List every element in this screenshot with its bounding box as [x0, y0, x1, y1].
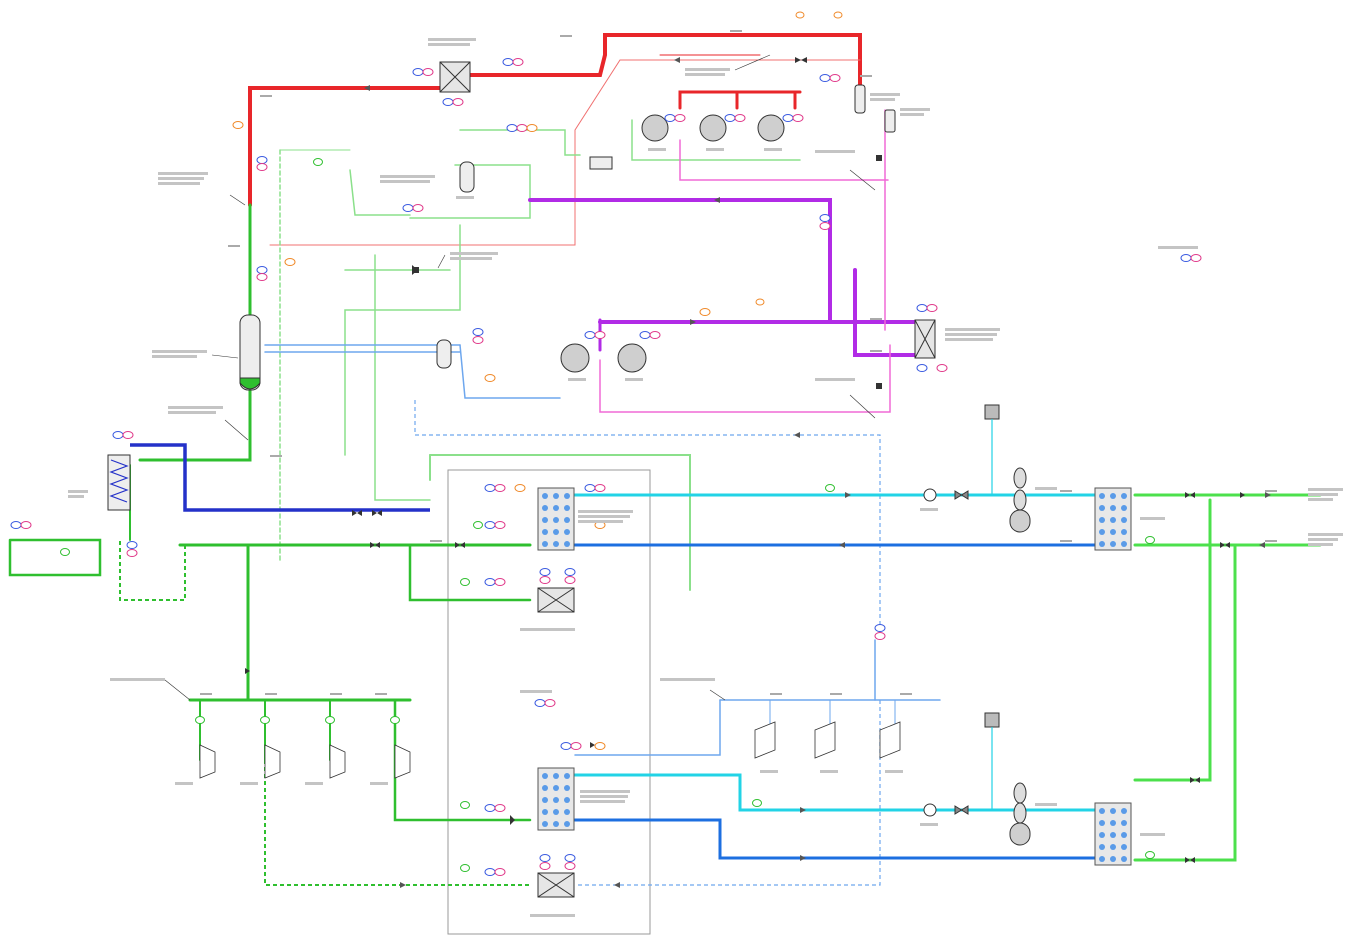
- pipe-tag-marks: [200, 30, 1277, 695]
- brine-line: [130, 443, 430, 512]
- chilled-water-return-lines: [573, 543, 1097, 860]
- plate-exchanger-enclosure: [447, 469, 651, 935]
- tank-icon[interactable]: [436, 84, 896, 369]
- heat-exchanger-icon[interactable]: [537, 872, 575, 898]
- sensor-tag-icon[interactable]: [10, 11, 1202, 876]
- suction-lines: [528, 198, 917, 357]
- expansion-tank-icon[interactable]: [984, 404, 1000, 810]
- separator-icon[interactable]: [239, 314, 261, 391]
- unit-heater-icon[interactable]: [199, 744, 411, 779]
- valve-icon[interactable]: [245, 57, 1250, 863]
- chilled-water-supply-lines: [573, 493, 1097, 812]
- heat-exchanger-icon[interactable]: [537, 587, 575, 613]
- fan-icon[interactable]: [1009, 467, 1031, 846]
- plate-exchanger-icon[interactable]: [537, 767, 575, 831]
- pump-icon[interactable]: [923, 488, 969, 817]
- pink-lines: [599, 109, 891, 413]
- flow-arrow-icon: [364, 57, 1271, 888]
- liquid-dashed-lines: [414, 400, 881, 886]
- plate-exchanger-icon[interactable]: [1094, 802, 1132, 866]
- heat-exchanger-icon[interactable]: [914, 319, 936, 359]
- coil-icon[interactable]: [107, 454, 131, 511]
- evaporator-icon[interactable]: [754, 721, 901, 759]
- compressor-icon[interactable]: [560, 114, 785, 373]
- plate-exchanger-icon[interactable]: [537, 487, 575, 551]
- illegible-label-marks: [68, 38, 1343, 917]
- liquid-lines: [264, 344, 941, 756]
- glycol-lines: [8, 203, 1322, 862]
- plate-exchanger-icon[interactable]: [1094, 487, 1132, 551]
- glycol-dashed-lines: [119, 540, 530, 886]
- hot-gas-lines: [248, 33, 862, 246]
- heat-exchanger-icon[interactable]: [439, 61, 471, 93]
- annotation-leaders: [164, 54, 876, 701]
